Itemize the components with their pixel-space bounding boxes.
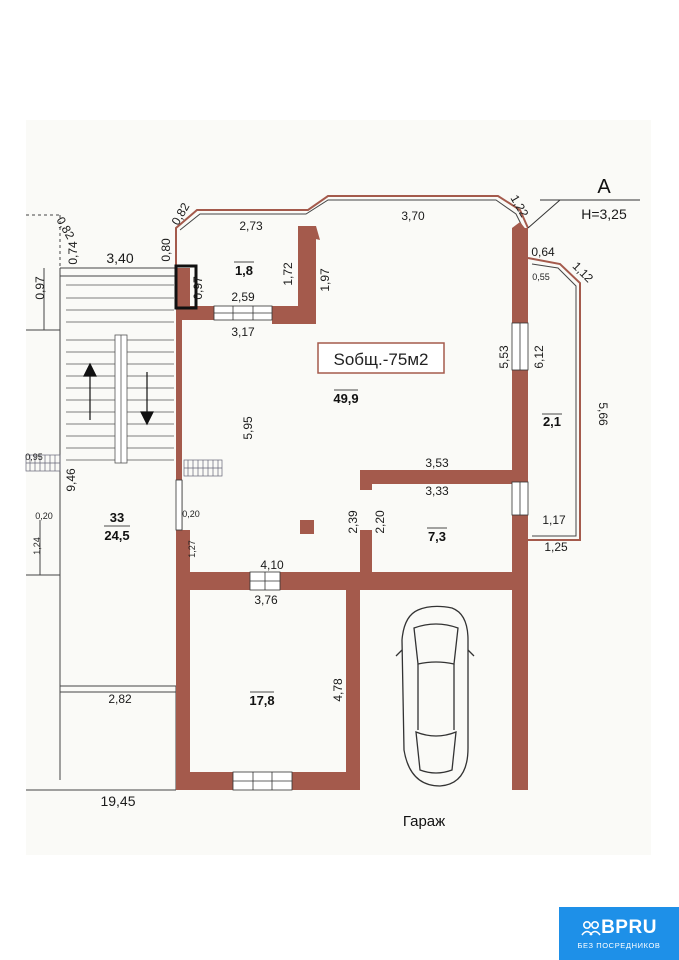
logo-tagline: БЕЗ ПОСРЕДНИКОВ <box>577 941 661 950</box>
room-small-area: 1,8 <box>235 263 253 278</box>
dim-2-73: 2,73 <box>239 219 263 233</box>
dim-6-12: 6,12 <box>532 345 546 369</box>
dim-4-78: 4,78 <box>331 678 345 702</box>
paper-background <box>26 120 651 855</box>
dim-4-10: 4,10 <box>260 558 284 572</box>
walls <box>176 222 528 790</box>
stair-arrows <box>83 362 154 426</box>
dim-2-82: 2,82 <box>108 692 132 706</box>
dim-1-97: 1,97 <box>318 268 332 292</box>
axis-height: H=3,25 <box>581 206 627 222</box>
dim-1-17: 1,17 <box>542 513 566 527</box>
dim-2-39: 2,39 <box>346 510 360 534</box>
bpru-logo[interactable]: BPRU БЕЗ ПОСРЕДНИКОВ <box>559 907 679 960</box>
dim-5-53: 5,53 <box>497 345 511 369</box>
hatch-center <box>183 459 223 477</box>
room-middle-right-area: 7,3 <box>428 529 446 544</box>
logo-brand: BPRU <box>601 917 657 938</box>
dim-0-95: 0,95 <box>25 452 43 462</box>
garage-label: Гараж <box>403 813 445 830</box>
dim-0-55: 0,55 <box>532 272 550 282</box>
people-icon <box>581 920 601 936</box>
dim-0-20-b: 0,20 <box>182 509 200 519</box>
dim-1-25: 1,25 <box>544 540 568 554</box>
dim-3-40: 3,40 <box>106 250 133 266</box>
dim-3-17: 3,17 <box>231 325 255 339</box>
room-living-area: 49,9 <box>333 391 358 406</box>
corner-post <box>174 264 198 310</box>
dim-1-27: 1,27 <box>187 540 197 558</box>
dim-5-95: 5,95 <box>241 416 255 440</box>
total-area-label: Sобщ.-75м2 <box>334 350 429 369</box>
windows <box>175 305 529 791</box>
dim-9-46: 9,46 <box>64 468 78 492</box>
car-icon <box>395 605 475 787</box>
dim-0-80: 0,80 <box>159 238 173 262</box>
room-bay-area: 2,1 <box>543 414 561 429</box>
outer-outline <box>175 195 581 541</box>
dim-3-33: 3,33 <box>425 484 449 498</box>
dim-1-24: 1,24 <box>32 537 42 555</box>
dim-3-70: 3,70 <box>401 209 425 223</box>
axis-letter: A <box>597 176 611 198</box>
dim-0-97-b: 0,97 <box>191 276 205 300</box>
dim-2-59: 2,59 <box>231 290 255 304</box>
dim-3-53: 3,53 <box>425 456 449 470</box>
dim-0-64: 0,64 <box>531 245 555 259</box>
dim-1-72: 1,72 <box>281 262 295 286</box>
dim-0-20-a: 0,20 <box>35 511 53 521</box>
thin-lines <box>26 199 577 791</box>
dim-0-97-a: 0,97 <box>33 276 47 300</box>
dim-0-74: 0,74 <box>66 241 80 265</box>
dim-2-20: 2,20 <box>373 510 387 534</box>
room-stair-area: 24,5 <box>104 528 129 543</box>
dim-19-45: 19,45 <box>100 793 135 809</box>
dim-5-66: 5,66 <box>596 402 610 426</box>
staircase <box>66 284 174 464</box>
hatch-left <box>25 454 61 472</box>
total-area-box <box>317 342 445 374</box>
dim-3-76: 3,76 <box>254 593 278 607</box>
room-bottom-left-area: 17,8 <box>249 693 274 708</box>
room-stair-number: 33 <box>110 510 124 525</box>
